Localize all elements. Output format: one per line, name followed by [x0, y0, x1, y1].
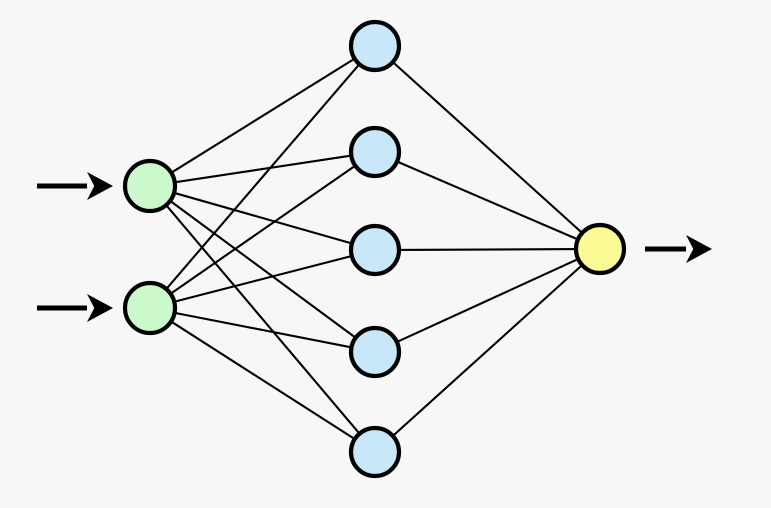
edge-h2-o1 — [395, 160, 580, 241]
edge-h3-o1 — [397, 248, 578, 251]
edge-i2-h4 — [173, 311, 353, 349]
nodes-group — [122, 19, 627, 479]
edge-i2-h3 — [172, 254, 353, 304]
edge-i1-h1 — [169, 57, 357, 175]
edge-i1-h2 — [173, 154, 353, 184]
input-arrow-1-head — [87, 172, 113, 200]
edges-group — [164, 57, 584, 441]
hidden-node-1[interactable] — [348, 19, 402, 73]
edge-i2-h2 — [169, 164, 357, 296]
edge-i1-h4 — [168, 199, 358, 340]
input-arrow-1 — [37, 172, 113, 200]
input-arrow-2-head — [87, 294, 113, 322]
arrows-group — [37, 172, 712, 322]
edge-i2-h5 — [169, 320, 357, 441]
input-node-2[interactable] — [122, 280, 178, 336]
input-node-1[interactable] — [122, 158, 178, 214]
hidden-node-5[interactable] — [348, 425, 402, 479]
edge-i2-h1 — [164, 62, 361, 291]
edge-h4-o1 — [395, 257, 580, 344]
edge-i1-h3 — [172, 191, 354, 245]
output-node-1[interactable] — [573, 222, 627, 276]
edge-h1-o1 — [391, 60, 584, 235]
hidden-node-3[interactable] — [348, 223, 402, 277]
input-arrow-2 — [37, 294, 113, 322]
edge-i1-h5 — [164, 203, 361, 436]
edge-h5-o1 — [391, 263, 584, 438]
hidden-node-2[interactable] — [348, 125, 402, 179]
output-arrow-1 — [645, 235, 712, 263]
output-arrow-1-head — [686, 235, 712, 263]
hidden-node-4[interactable] — [348, 325, 402, 379]
